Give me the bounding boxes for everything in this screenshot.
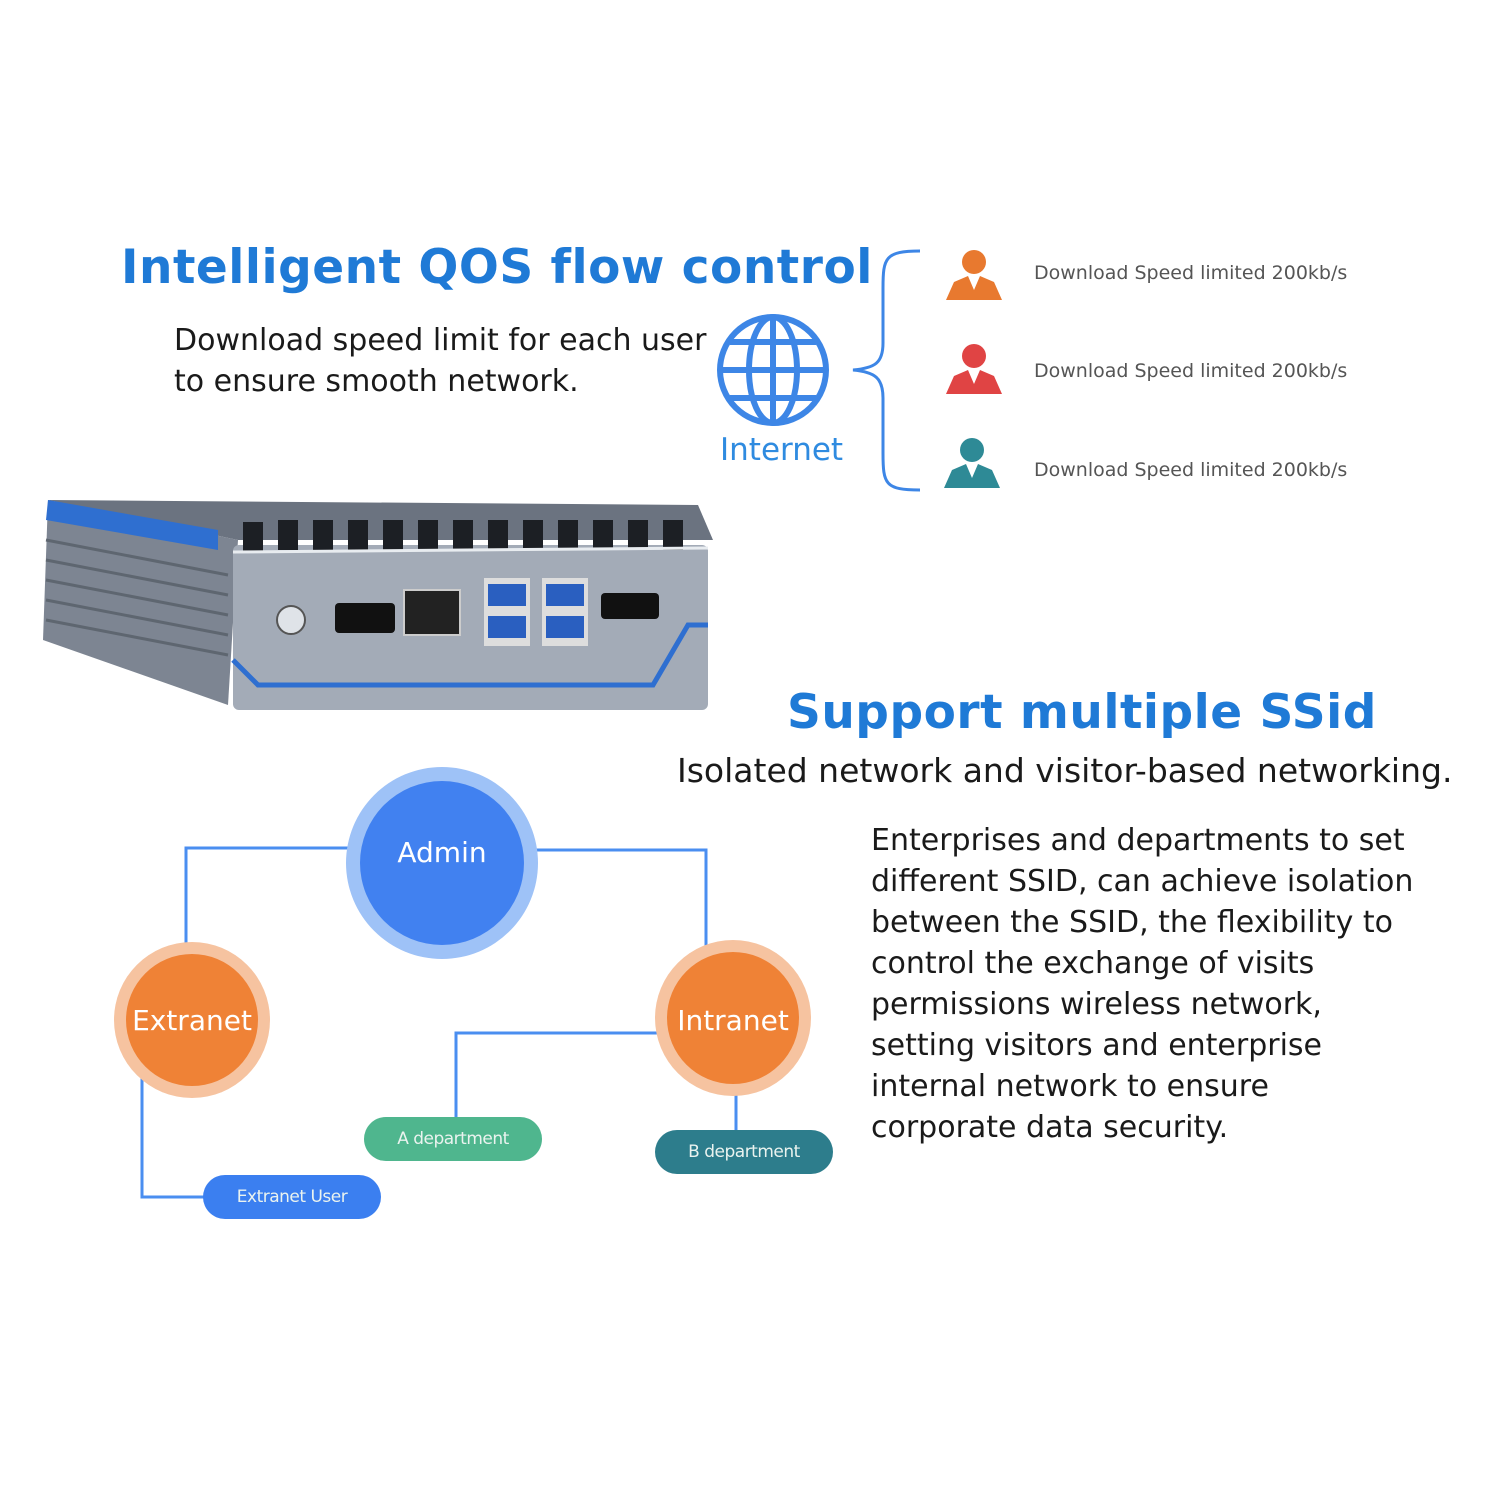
description-line: Enterprises and departments to set [871,823,1405,858]
user-speed-label: Download Speed limited 200kb/s [1034,459,1348,481]
extranet-node [126,954,258,1086]
user-icon [946,344,1002,394]
description-line: control the exchange of visits [871,946,1315,981]
description-line: setting visitors and enterprise [871,1028,1323,1063]
description-line: internal network to ensure [871,1069,1269,1104]
brace-icon [852,249,921,492]
user-speed-label: Download Speed limited 200kb/s [1034,262,1348,284]
extranet-user-pill: Extranet User [203,1175,381,1219]
description-line: corporate data security. [871,1110,1229,1145]
qos-subtitle: Download speed limit for each user to en… [174,320,706,402]
qos-title: Intelligent QOS flow control [121,240,873,295]
admin-label: Admin [397,836,487,869]
admin-node [360,781,524,945]
qos-subtitle-line: to ensure smooth network. [174,364,579,399]
ssid-subtitle: Isolated network and visitor-based netwo… [677,751,1453,790]
ssid-description: Enterprises and departments to set diffe… [871,820,1413,1148]
intranet-node [667,952,799,1084]
internet-label: Internet [720,432,844,468]
description-line: permissions wireless network, [871,987,1322,1022]
extranet-label: Extranet [132,1004,252,1037]
mini-pc-image [43,500,713,710]
qos-subtitle-line: Download speed limit for each user [174,323,707,358]
user-icon [944,438,1000,488]
description-line: different SSID, can achieve isolation [871,864,1414,899]
description-line: between the SSID, the flexibility to [871,905,1394,940]
user-speed-label: Download Speed limited 200kb/s [1034,360,1348,382]
a-department-pill: A department [364,1117,542,1161]
intranet-label: Intranet [677,1004,789,1037]
ssid-title: Support multiple SSid [787,685,1377,740]
b-department-pill: B department [655,1130,833,1174]
globe-icon [717,314,829,426]
user-icon [946,250,1002,300]
